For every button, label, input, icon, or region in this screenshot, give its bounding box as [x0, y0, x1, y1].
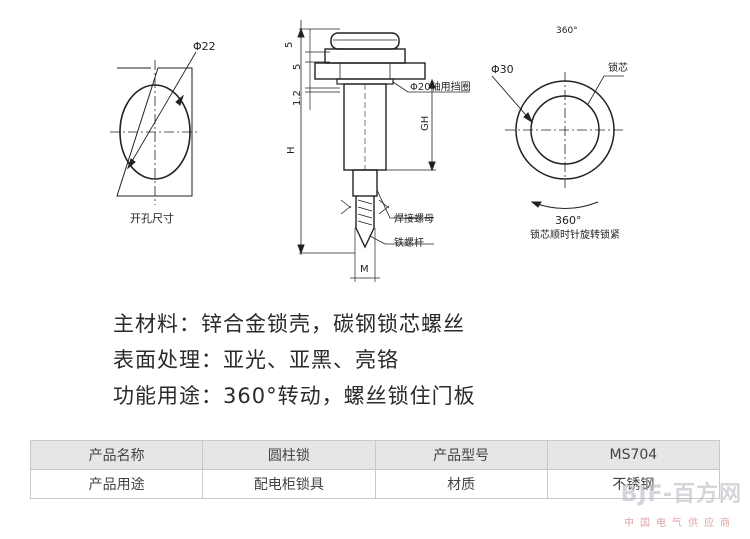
table-cell: 配电柜锁具 [202, 469, 376, 499]
cutout-caption: 开孔尺寸 [130, 211, 174, 225]
rotation-arrow [531, 201, 599, 209]
leader-retaining-ring [392, 81, 470, 93]
leader-core [587, 75, 624, 105]
cutout-arrow-head-2 [175, 94, 185, 106]
core-label: 锁芯 [608, 61, 628, 74]
lock-cap [330, 32, 400, 50]
technical-drawing: Φ22 开孔尺寸 [110, 20, 628, 282]
cutout-diameter-line [127, 51, 197, 169]
front-caption: 锁芯顺时针旋转锁紧 [530, 228, 620, 241]
table-row: 产品名称 圆柱锁 产品型号 MS704 [29, 440, 721, 470]
table-cell: 圆柱锁 [202, 440, 376, 470]
leader-iron-rod [369, 235, 434, 245]
dim-gh-label: GH [420, 116, 431, 131]
table-cell: 产品型号 [374, 440, 548, 470]
angle-top-label: 360° [556, 26, 578, 36]
angle-bottom-label: 360° [555, 214, 582, 227]
cutout-square [116, 67, 193, 197]
cutout-diameter-label: Φ22 [193, 40, 216, 53]
front-diameter-line [491, 75, 533, 123]
label-retaining-ring: Φ20轴用挡圈 [410, 80, 471, 93]
table-cell: 产品用途 [29, 469, 204, 499]
weld-nut [352, 169, 378, 197]
table-row: 产品用途 配电柜锁具 材质 不锈钢 [29, 469, 721, 499]
table-cell: MS704 [546, 440, 721, 470]
leader-weld-nut [376, 189, 434, 219]
lock-body [324, 48, 406, 64]
retaining-ring [336, 78, 394, 85]
cutout-view [110, 51, 200, 205]
table-cell: 不锈钢 [546, 469, 721, 499]
table-cell: 产品名称 [29, 440, 204, 470]
table-cell: 材质 [374, 469, 548, 499]
watermark-logo: BJF-百方网 [620, 482, 742, 507]
label-weld-nut: 焊接螺母 [394, 212, 434, 225]
watermark-subtitle: 中国电气供应商 [624, 518, 736, 529]
spec-function: 功能用途：360°转动，螺丝锁住门板 [113, 384, 476, 408]
dim-top-5: 5 [284, 42, 295, 48]
side-view [297, 20, 470, 282]
spec-surface: 表面处理：亚光、亚黑、亮铬 [113, 348, 399, 372]
dim-m-label: M [360, 264, 369, 275]
front-diameter-label: Φ30 [491, 63, 514, 76]
product-info-table: 产品名称 圆柱锁 产品型号 MS704 产品用途 配电柜锁具 材质 不锈钢 [29, 440, 721, 499]
spec-material: 主材料：锌合金锁壳，碳钢锁芯螺丝 [113, 312, 465, 336]
dim-mid-5: 5 [292, 64, 303, 70]
lock-flange [314, 62, 426, 80]
cutout-arrow-head [126, 158, 136, 170]
dim-1-2: 1.2 [292, 90, 303, 106]
front-view [491, 72, 626, 209]
label-iron-rod: 铁螺杆 [394, 236, 424, 249]
dim-h-label: H [286, 146, 297, 154]
iron-screw-rod [355, 196, 375, 249]
